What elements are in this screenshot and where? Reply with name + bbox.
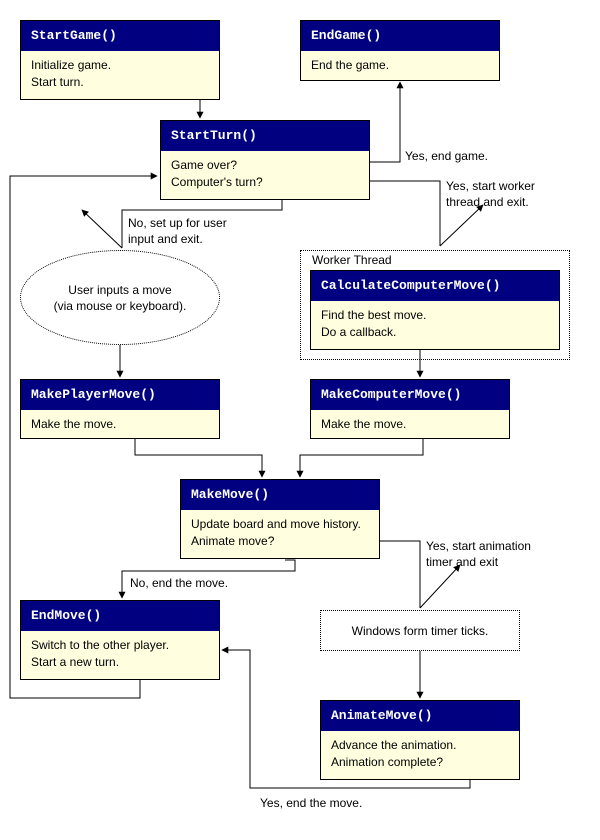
make-computer-move-box: MakeComputerMove() Make the move. <box>310 379 510 439</box>
user-input-line-1: User inputs a move <box>68 282 172 297</box>
connector-animation-start <box>419 564 461 609</box>
end-game-box: EndGame() End the game. <box>300 20 500 81</box>
user-input-line-2: (via mouse or keyboard). <box>53 298 187 313</box>
animate-move-line-1: Advance the animation. <box>331 738 457 752</box>
end-game-line-1: End the game. <box>311 58 390 72</box>
label-no-end-move: No, end the move. <box>130 576 229 590</box>
start-turn-line-2: Computer's turn? <box>171 175 263 189</box>
end-move-line-2: Start a new turn. <box>31 655 120 669</box>
connector-user-exit <box>81 209 123 249</box>
label-yes-start-animation-line-2: timer and exit <box>426 555 499 569</box>
start-turn-box: StartTurn() Game over? Computer's turn? <box>160 120 370 200</box>
user-input-ellipse: User inputs a move (via mouse or keyboar… <box>20 250 220 345</box>
start-game-title: StartGame() <box>21 21 219 51</box>
end-game-title: EndGame() <box>301 21 499 51</box>
make-player-move-line-1: Make the move. <box>31 417 117 431</box>
make-player-move-title: MakePlayerMove() <box>21 380 219 410</box>
label-yes-start-worker-line-2: thread and exit. <box>446 195 529 209</box>
calculate-computer-move-title: CalculateComputerMove() <box>311 271 559 301</box>
timer-ticks-box: Windows form timer ticks. <box>320 610 520 651</box>
end-move-box: EndMove() Switch to the other player. St… <box>20 600 220 680</box>
start-game-line-2: Start turn. <box>31 75 84 89</box>
label-yes-end-move: Yes, end the move. <box>260 796 363 810</box>
start-game-line-1: Initialize game. <box>31 58 112 72</box>
label-yes-start-animation-line-1: Yes, start animation <box>426 539 531 553</box>
end-move-line-1: Switch to the other player. <box>31 638 170 652</box>
make-move-line-2: Animate move? <box>191 534 275 548</box>
label-no-setup-user-line-1: No, set up for user <box>128 216 227 230</box>
label-yes-start-worker: Yes, start worker thread and exit. <box>446 178 535 210</box>
connector-no-animate <box>118 559 296 599</box>
start-game-box: StartGame() Initialize game. Start turn. <box>20 20 220 100</box>
worker-thread-label: Worker Thread <box>312 253 392 267</box>
make-move-line-1: Update board and move history. <box>191 517 361 531</box>
label-yes-start-worker-line-1: Yes, start worker <box>446 179 535 193</box>
make-move-box: MakeMove() Update board and move history… <box>180 479 380 559</box>
calculate-computer-move-line-2: Do a callback. <box>321 325 397 339</box>
worker-thread-container <box>300 250 570 360</box>
label-yes-start-animation: Yes, start animation timer and exit <box>426 538 531 570</box>
make-move-title: MakeMove() <box>181 480 379 510</box>
connector-worker-start <box>439 204 484 247</box>
calculate-computer-move-line-1: Find the best move. <box>321 308 427 322</box>
make-computer-move-line-1: Make the move. <box>321 417 407 431</box>
start-turn-line-1: Game over? <box>171 158 238 172</box>
make-player-move-box: MakePlayerMove() Make the move. <box>20 379 220 439</box>
make-computer-move-title: MakeComputerMove() <box>311 380 509 410</box>
label-yes-end-game: Yes, end game. <box>405 149 488 163</box>
start-turn-title: StartTurn() <box>161 121 369 151</box>
animate-move-title: AnimateMove() <box>321 701 519 731</box>
label-no-setup-user: No, set up for user input and exit. <box>128 215 227 247</box>
animate-move-line-2: Animation complete? <box>331 755 444 769</box>
label-no-setup-user-line-2: input and exit. <box>128 232 203 246</box>
end-move-title: EndMove() <box>21 601 219 631</box>
animate-move-box: AnimateMove() Advance the animation. Ani… <box>320 700 520 780</box>
calculate-computer-move-box: CalculateComputerMove() Find the best mo… <box>310 270 560 350</box>
